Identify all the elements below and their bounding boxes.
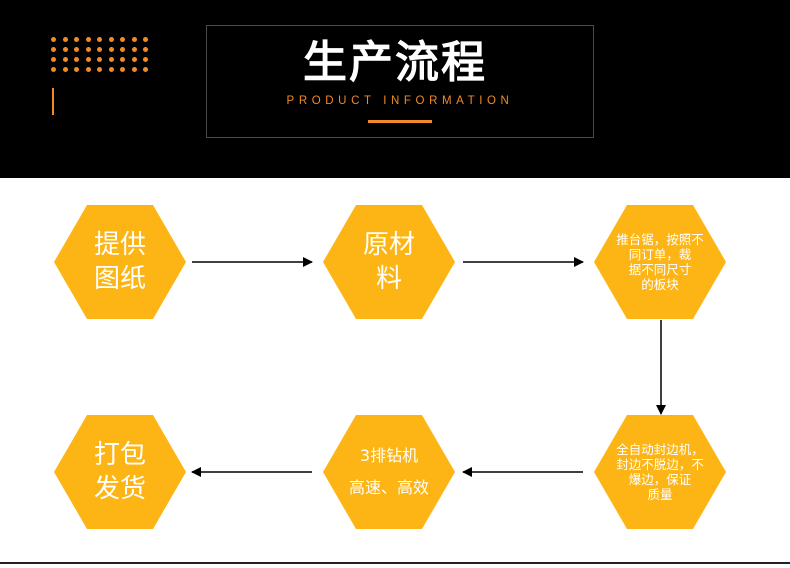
step-hexagon-2: 原材 料 xyxy=(323,205,455,319)
step-hexagon-1: 提供 图纸 xyxy=(54,205,186,319)
page-subtitle: PRODUCT INFORMATION xyxy=(286,95,514,107)
decorative-dot xyxy=(74,57,79,62)
decorative-dot xyxy=(143,67,148,72)
title-underline xyxy=(368,120,432,123)
header-banner: 生产流程 PRODUCT INFORMATION xyxy=(0,0,790,178)
decorative-dot xyxy=(62,67,68,72)
decorative-dot xyxy=(108,47,114,52)
decorative-dot xyxy=(120,57,125,62)
step-1-label: 提供 图纸 xyxy=(93,230,146,294)
decorative-dot xyxy=(85,37,91,42)
step-hexagon-4: 全自动封边机， 封边不脱边，不 爆边，保证 质量 xyxy=(594,415,726,529)
decorative-dot xyxy=(131,57,137,62)
decorative-dot xyxy=(143,57,148,62)
step-hexagon-6: 打包 发货 xyxy=(54,415,186,529)
decorative-dot xyxy=(131,67,137,72)
decorative-dot xyxy=(51,37,56,42)
decorative-dot xyxy=(85,57,91,62)
decorative-vertical-bar xyxy=(52,88,54,115)
decorative-dot xyxy=(74,47,79,52)
decorative-dot xyxy=(85,47,91,52)
step-5-label-line2: 高速、高效 xyxy=(348,478,429,497)
decorative-dot xyxy=(62,57,68,62)
decorative-dot xyxy=(120,37,125,42)
decorative-dot xyxy=(120,67,125,72)
decorative-dot xyxy=(108,37,114,42)
step-3-label: 推台锯，按照不 同订单，裁 据不同尺寸 的板块 xyxy=(616,232,704,292)
bottom-divider xyxy=(0,562,790,564)
decorative-dot xyxy=(74,67,79,72)
decorative-dot xyxy=(74,37,79,42)
decorative-dot xyxy=(51,67,56,72)
decorative-dot xyxy=(97,37,102,42)
decorative-dot xyxy=(108,57,114,62)
decorative-dot xyxy=(51,47,56,52)
step-2-label: 原材 料 xyxy=(362,230,415,294)
decorative-dot xyxy=(97,57,102,62)
decorative-dot xyxy=(120,47,125,52)
decorative-dot-grid xyxy=(51,37,149,72)
decorative-dot xyxy=(131,37,137,42)
step-4-label: 全自动封边机， 封边不脱边，不 爆边，保证 质量 xyxy=(616,442,704,502)
title-frame xyxy=(206,25,594,138)
decorative-dot xyxy=(131,47,137,52)
decorative-dot xyxy=(143,37,148,42)
page-title: 生产流程 xyxy=(303,37,487,88)
decorative-dot xyxy=(108,67,114,72)
step-hexagon-3: 推台锯，按照不 同订单，裁 据不同尺寸 的板块 xyxy=(594,205,726,319)
decorative-dot xyxy=(85,67,91,72)
decorative-dot xyxy=(62,47,68,52)
decorative-dot xyxy=(51,57,56,62)
step-hexagon-5: 3排钻机 高速、高效 xyxy=(323,415,455,529)
decorative-dot xyxy=(97,67,102,72)
decorative-dot xyxy=(97,47,102,52)
step-5-label-line1: 3排钻机 xyxy=(359,446,419,465)
step-6-label: 打包 发货 xyxy=(93,440,146,504)
decorative-dot xyxy=(62,37,68,42)
decorative-dot xyxy=(143,47,148,52)
